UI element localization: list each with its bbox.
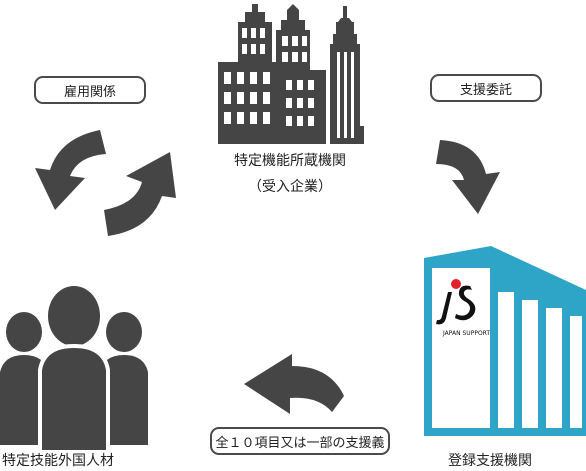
company-title: 特定機能所蔵機関 (234, 153, 346, 169)
company-node-label: 特定機能所蔵機関 （受入企業） (200, 150, 380, 196)
logo-caption: JAPAN SUPPORT (443, 330, 491, 337)
js-logo (436, 279, 476, 325)
support-items-label: 全１０項目又は一部の支援義 (215, 435, 385, 451)
support-org-node-label: 登録支援機関 (448, 453, 532, 469)
support-org-building-icon (424, 246, 586, 436)
people-icon (0, 286, 148, 450)
employment-arrow-down-icon (35, 130, 106, 210)
worker-node-label: 特定技能外国人材 (2, 453, 114, 469)
support-contract-badge: 支援委託 (430, 74, 542, 102)
logo-red-dot (451, 279, 461, 289)
support-duty-arrow-icon (244, 354, 344, 414)
people-outlines (38, 343, 110, 450)
employment-arrow-up-icon (104, 152, 176, 236)
employment-relation-badge: 雇用関係 (34, 76, 146, 104)
company-subtitle: （受入企業） (248, 179, 332, 195)
building-windows (224, 28, 354, 138)
support-items-badge: 全１０項目又は一部の支援義 (210, 427, 390, 455)
support-contract-label: 支援委託 (459, 82, 512, 98)
support-contract-arrow-icon (436, 140, 500, 214)
employment-relation-label: 雇用関係 (63, 84, 116, 100)
